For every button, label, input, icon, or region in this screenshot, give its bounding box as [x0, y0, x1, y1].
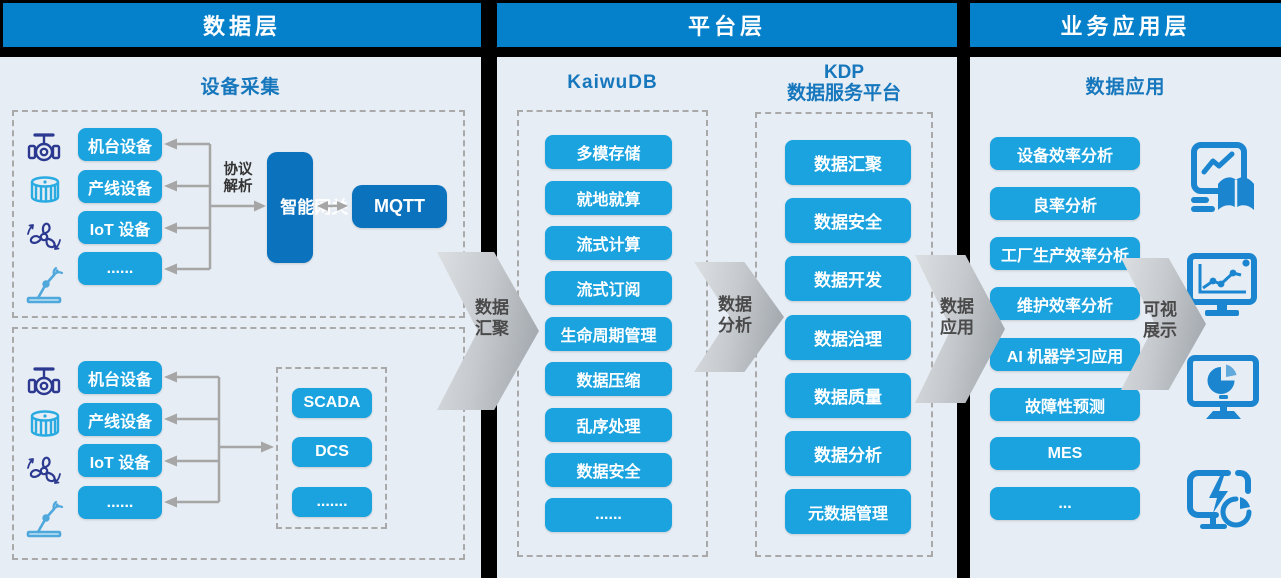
kdp-item: 数据质量	[785, 373, 911, 418]
robot-arm-icon	[24, 258, 68, 311]
collection-group-box	[12, 110, 465, 318]
app-box: 良率分析	[990, 187, 1140, 220]
layer-header-platform: 平台层	[497, 3, 957, 47]
app-box: 故障性预测	[990, 388, 1140, 421]
protocol-label-line1: 协议	[223, 162, 253, 178]
fan-icon	[22, 212, 66, 261]
system-box-ellipsis: .......	[292, 487, 372, 517]
monitor-trend-icon	[1186, 252, 1258, 325]
kaiwudb-item: 生命周期管理	[545, 317, 672, 351]
kdp-item: 数据开发	[785, 256, 911, 301]
flow-label-visual-display: 可视 展示	[1133, 299, 1187, 341]
report-analytics-icon	[1186, 140, 1258, 221]
layer-header-application: 业务应用层	[970, 3, 1281, 47]
app-box: MES	[990, 437, 1140, 470]
kdp-title-line1: KDP	[823, 62, 865, 83]
kaiwudb-item: 数据安全	[545, 453, 672, 487]
flow-label-data-aggregation: 数据 汇聚	[465, 297, 519, 339]
kdp-item: 数据分析	[785, 431, 911, 476]
device-box: IoT 设备	[78, 444, 162, 477]
app-box: 工厂生产效率分析	[990, 237, 1140, 270]
flow-label-data-application: 数据 应用	[930, 296, 984, 338]
valve-icon	[22, 358, 66, 407]
protocol-parse-label: 协议 解析	[212, 162, 264, 196]
kaiwudb-title: KaiwuDB	[567, 72, 658, 93]
device-box: 产线设备	[78, 403, 162, 436]
valve-icon	[22, 124, 66, 173]
flow-label-line: 分析	[718, 316, 752, 335]
kdp-item: 数据治理	[785, 315, 911, 360]
monitor-power-icon	[1186, 468, 1260, 547]
kaiwudb-item: 流式订阅	[545, 271, 672, 305]
kaiwudb-item: 就地就算	[545, 181, 672, 215]
device-box-ellipsis: ......	[78, 252, 162, 285]
app-box-ellipsis: ...	[990, 487, 1140, 520]
device-box: IoT 设备	[78, 211, 162, 244]
flow-label-line: 展示	[1143, 321, 1177, 340]
kdp-item: 元数据管理	[785, 489, 911, 534]
flow-label-line: 可视	[1143, 300, 1177, 319]
flow-label-line: 应用	[940, 318, 974, 337]
fan-icon	[22, 446, 66, 495]
device-box: 产线设备	[78, 170, 162, 203]
protocol-label-line2: 解析	[223, 179, 253, 195]
flow-label-line: 数据	[718, 295, 752, 314]
monitor-pie-icon	[1186, 355, 1260, 436]
mqtt-box: MQTT	[352, 185, 447, 228]
system-box-dcs: DCS	[292, 437, 372, 467]
flow-label-line: 数据	[475, 298, 509, 317]
kdp-item: 数据汇聚	[785, 140, 911, 185]
flow-label-line: 汇聚	[475, 319, 509, 338]
app-box: 维护效率分析	[990, 287, 1140, 320]
kdp-item: 数据安全	[785, 198, 911, 243]
system-box-scada: SCADA	[292, 388, 372, 418]
drum-icon	[24, 406, 66, 449]
smart-gateway-box: 智能网关	[267, 152, 348, 263]
kdp-title: KDP 数据服务平台	[755, 62, 933, 104]
kaiwudb-item: 数据压缩	[545, 362, 672, 396]
device-box-ellipsis: ......	[78, 486, 162, 519]
flow-label-data-analysis: 数据 分析	[708, 294, 762, 336]
section-title-device-collection: 设备采集	[200, 77, 281, 98]
kaiwudb-item: 多模存储	[545, 135, 672, 169]
scada-systems-box	[276, 367, 387, 529]
app-box: AI 机器学习应用	[990, 338, 1140, 371]
kaiwudb-item: 流式计算	[545, 226, 672, 260]
smart-gateway-label: 智能网关	[280, 195, 348, 221]
scada-group-box	[12, 327, 465, 560]
device-box: 机台设备	[78, 128, 162, 161]
device-box: 机台设备	[78, 361, 162, 394]
kaiwudb-item: 乱序处理	[545, 408, 672, 442]
kdp-title-line2: 数据服务平台	[786, 83, 901, 104]
drum-icon	[24, 172, 66, 215]
section-title-data-application: 数据应用	[1085, 77, 1166, 98]
robot-arm-icon	[24, 492, 68, 545]
layer-header-data: 数据层	[3, 3, 481, 47]
kaiwudb-item-ellipsis: ......	[545, 498, 672, 532]
app-box: 设备效率分析	[990, 137, 1140, 170]
flow-label-line: 数据	[940, 297, 974, 316]
